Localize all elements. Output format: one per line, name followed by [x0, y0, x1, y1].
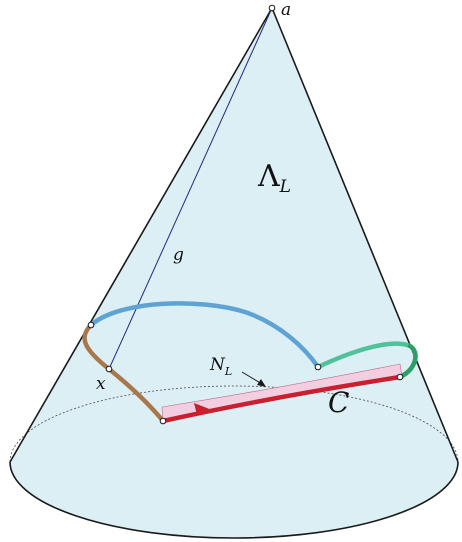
label-lambda-l: ΛL — [257, 159, 291, 197]
label-lambda: Λ — [257, 159, 280, 194]
label-point-x: x — [96, 374, 106, 394]
blue-arc — [88, 301, 321, 370]
curve-c — [160, 374, 403, 424]
point-blue-green-junction — [314, 363, 322, 371]
band-leader-arrowhead — [257, 379, 266, 387]
cone-right-edge — [271, 7, 459, 463]
curve-c-arrowhead — [194, 403, 212, 415]
apex-point — [268, 4, 276, 12]
point-x — [105, 365, 113, 373]
band-leader-line — [241, 371, 263, 385]
point-curve-start — [159, 417, 167, 425]
cone-left-edge — [9, 7, 273, 463]
label-band-subscript: L — [224, 365, 232, 378]
label-lambda-subscript: L — [279, 177, 291, 197]
cone-base-back-edge — [9, 385, 459, 463]
label-generator-g: g — [173, 245, 184, 265]
label-curve-c: C — [328, 386, 349, 419]
point-blue-brown-junction — [87, 321, 95, 329]
point-curve-end — [396, 373, 404, 381]
cone-base-front-edge — [9, 461, 459, 539]
cone-surface — [10, 8, 458, 538]
label-band-n: N — [209, 355, 226, 375]
label-apex-a: a — [281, 0, 291, 20]
label-band-nl: NL — [209, 355, 232, 378]
green-arc-dark-segment — [397, 343, 418, 380]
